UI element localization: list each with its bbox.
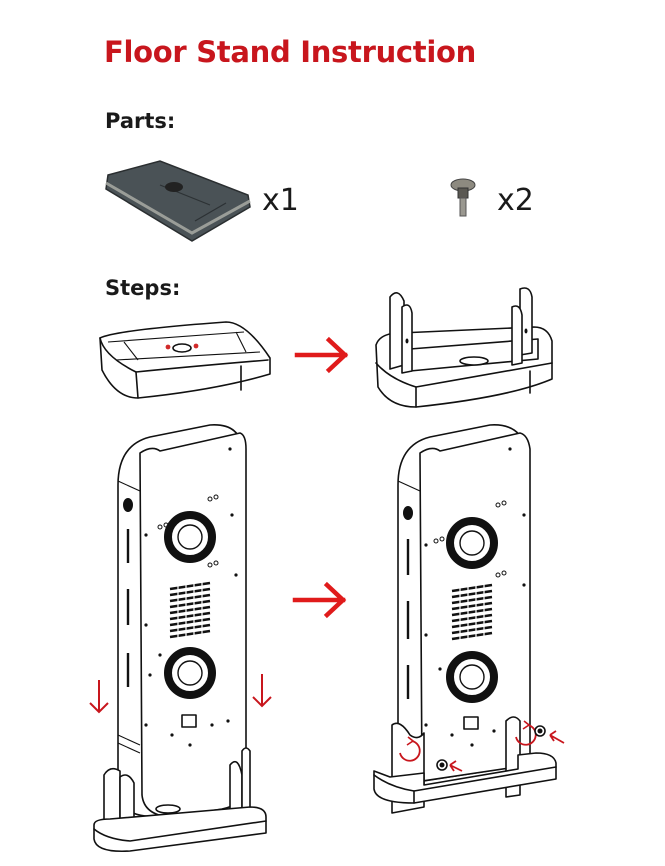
fan-grille-top-icon bbox=[446, 517, 498, 569]
arrow-right-icon bbox=[292, 581, 347, 619]
device-lowering-illustration bbox=[93, 424, 267, 853]
thumb-screw-icon bbox=[436, 725, 546, 771]
vent-grid-icon bbox=[451, 583, 493, 641]
part-quantity-base: x1 bbox=[262, 183, 299, 218]
fan-grille-bottom-icon bbox=[446, 651, 498, 703]
steps-heading: Steps: bbox=[105, 276, 181, 300]
fan-grille-bottom-icon bbox=[164, 647, 216, 699]
parts-heading: Parts: bbox=[105, 109, 176, 133]
part-quantity-screw: x2 bbox=[497, 183, 534, 218]
thumb-screw-icon bbox=[450, 178, 476, 217]
arrow-down-left-icon bbox=[89, 680, 109, 714]
device-mounted-illustration bbox=[373, 424, 565, 814]
base-plate-icon bbox=[105, 160, 251, 242]
assembled-base-illustration bbox=[375, 287, 553, 408]
arrow-down-right-icon bbox=[252, 674, 272, 708]
fan-grille-top-icon bbox=[164, 511, 216, 563]
page-title: Floor Stand Instruction bbox=[104, 35, 476, 69]
vent-grid-icon bbox=[169, 581, 211, 639]
arrow-right-icon bbox=[294, 336, 349, 374]
flat-base-illustration bbox=[99, 321, 271, 399]
